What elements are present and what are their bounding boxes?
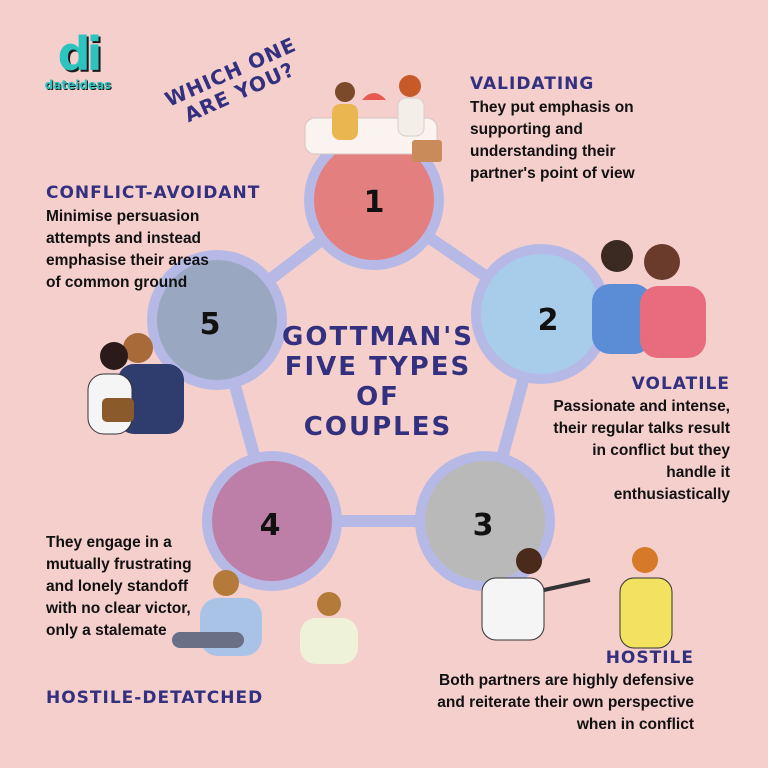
title-line-4: COUPLES (303, 412, 453, 442)
arguing-couple-illustration (481, 547, 673, 649)
type-5-description: Minimise persuasion attempts and instead… (46, 208, 209, 291)
type-2-heading: VOLATILE (631, 374, 730, 394)
title-line-3: OF (356, 382, 400, 412)
title-line-1: GOTTMAN'S (282, 322, 474, 352)
type-4-description: They engage in a mutually frustrating an… (46, 534, 192, 639)
circle-1-number: 1 (364, 185, 385, 220)
hugging-couple-illustration (87, 333, 184, 435)
circle-2: 2 (471, 244, 611, 384)
embracing-couple-illustration (592, 240, 706, 358)
detached-couple-illustration (172, 570, 358, 664)
circle-1: 1 (304, 130, 444, 270)
type-1-heading: VALIDATING (470, 74, 595, 94)
circle-5-number: 5 (200, 307, 221, 342)
circle-2-number: 2 (538, 303, 559, 338)
circle-2-fill (481, 254, 601, 374)
type-4-heading: HOSTILE-DETATCHED (46, 688, 264, 708)
title-line-2: FIVE TYPES (284, 352, 472, 382)
page-title: GOTTMAN'S FIVE TYPES OF COUPLES (258, 322, 498, 442)
type-3-heading: HOSTILE (605, 648, 694, 668)
circle-4: 4 (202, 451, 342, 591)
circle-1-fill (314, 140, 434, 260)
brand-logo: di dateideas (40, 30, 116, 96)
circle-3-fill (425, 461, 545, 581)
type-2-description: Passionate and intense, their regular ta… (553, 398, 730, 503)
type-1-description: They put emphasis on supporting and unde… (470, 99, 635, 182)
circle-4-fill (212, 461, 332, 581)
circle-4-number: 4 (260, 508, 281, 543)
type-3-description: Both partners are highly defensive and r… (437, 672, 694, 733)
picnic-couple-illustration (304, 75, 442, 162)
circle-3-number: 3 (473, 508, 494, 543)
logo-wordmark: dateideas (44, 78, 112, 92)
logo-mark: di (57, 27, 103, 81)
circle-5-fill (157, 260, 277, 380)
circle-5: 5 (147, 250, 287, 390)
type-5-heading: CONFLICT-AVOIDANT (46, 183, 261, 203)
